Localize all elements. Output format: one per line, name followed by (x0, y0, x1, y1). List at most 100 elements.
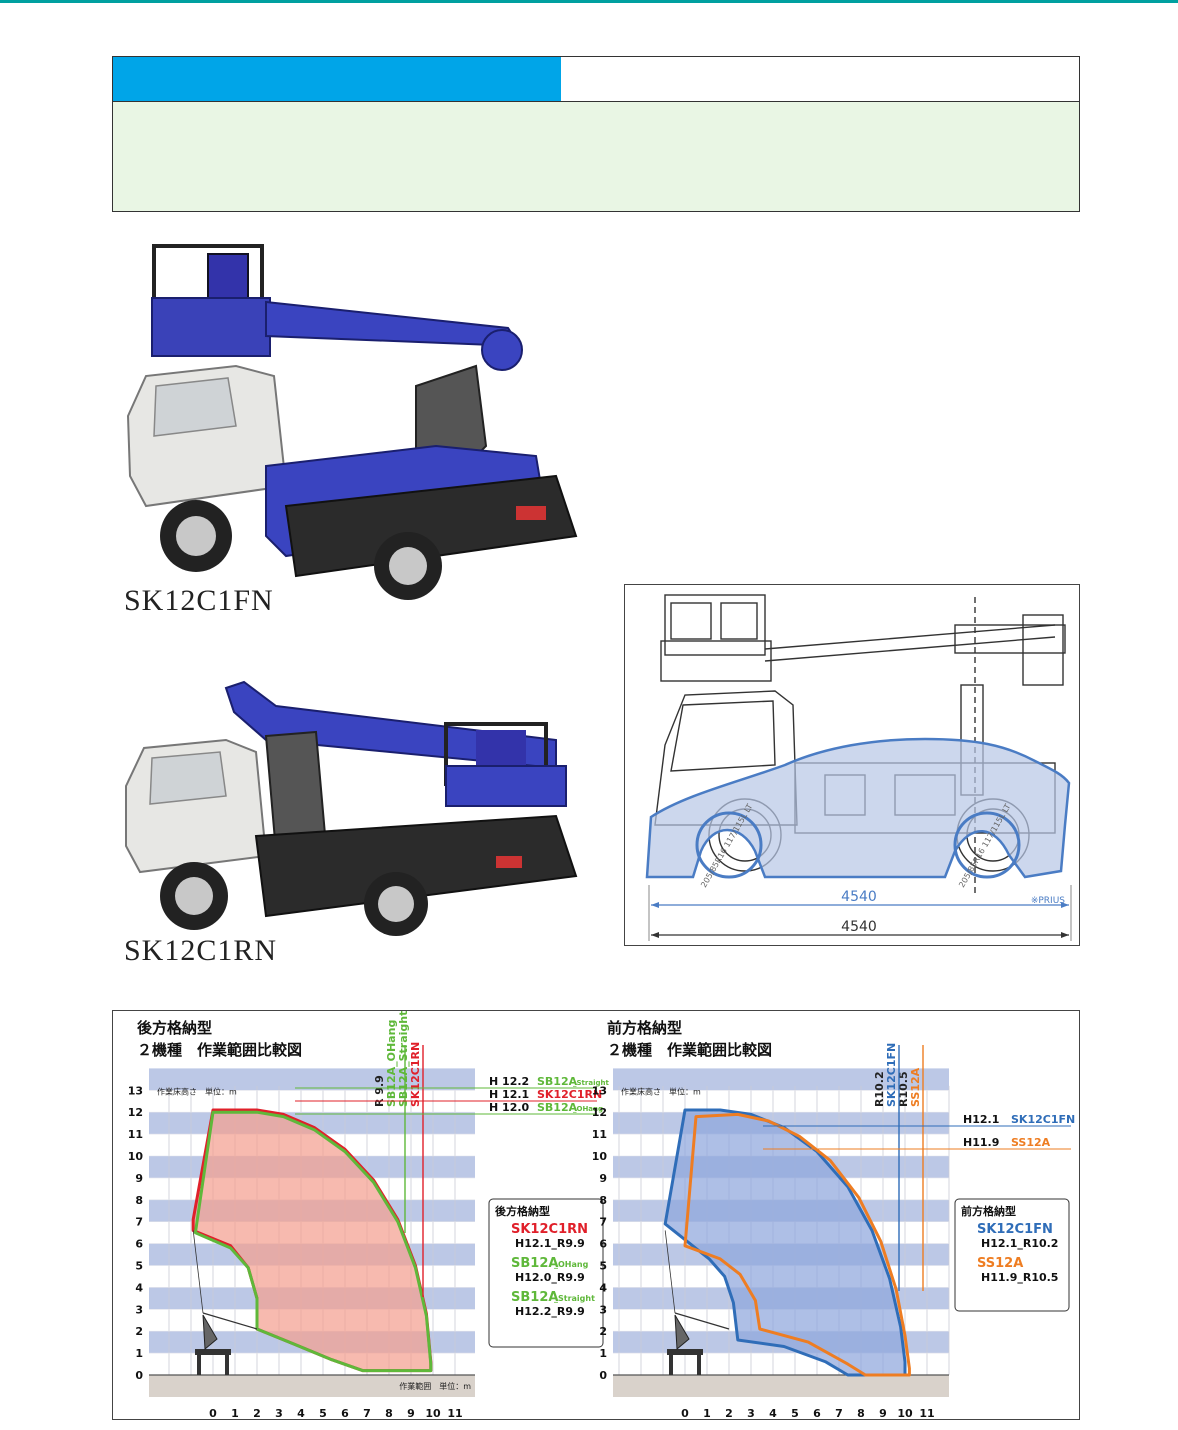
radius-label: SB12A_Straight (397, 1011, 410, 1107)
boom-min-line (664, 1230, 676, 1314)
model-caption-rn: SK12C1RN (124, 934, 278, 967)
radius-label: SB12A_OHang (385, 1020, 398, 1107)
legend-title: 前方格納型 (961, 1204, 1016, 1218)
x-tick-label: 5 (791, 1407, 799, 1419)
x-tick-label: 3 (275, 1407, 283, 1419)
chart-subtitle: ２機種 作業範囲比較図 (137, 1041, 302, 1059)
x-tick-label: 0 (209, 1407, 217, 1419)
x-tick-label: 1 (231, 1407, 239, 1419)
legend-item-spec: H12.0_R9.9 (515, 1271, 585, 1284)
truck-chassis (254, 814, 578, 918)
range-area-sb12a-ohang (193, 1110, 433, 1373)
header-body (113, 102, 1079, 211)
height-model: SK12C1RN (537, 1088, 602, 1101)
x-tick-label: 4 (297, 1407, 305, 1419)
truck-chassis (284, 474, 578, 578)
prius-length: 4540 (841, 889, 877, 905)
side-view-drawing: 205/85R16 117/115L LT 205/85R16 117/115L… (645, 594, 1072, 941)
height-value: H 12.2 (489, 1075, 529, 1088)
y-tick-label: 11 (128, 1128, 143, 1141)
legend-item-name: SB12A (511, 1256, 558, 1271)
y-tick-label: 10 (128, 1150, 144, 1163)
legend-item-name: SB12A (511, 1290, 558, 1305)
height-value: H11.9 (963, 1136, 999, 1149)
y-tick-label: 2 (135, 1325, 143, 1338)
machine-boom-icon (202, 1314, 218, 1351)
height-value: H 12.0 (489, 1101, 530, 1114)
grid-band (149, 1068, 475, 1091)
y-tick-label: 4 (599, 1281, 607, 1294)
prius-front-wheel (695, 811, 763, 879)
chart-title: 前方格納型 (607, 1019, 682, 1037)
x-tick-label: 9 (879, 1407, 887, 1419)
y-tick-label: 6 (135, 1238, 143, 1251)
radius-label: SK12C1FN (885, 1043, 898, 1107)
height-model-suffix: _OHang (573, 1105, 603, 1113)
x-tick-label: 8 (857, 1407, 865, 1419)
x-tick-label: 2 (725, 1407, 733, 1419)
radius-label: R10.2 (873, 1071, 886, 1107)
x-tick-label: 1 (703, 1407, 711, 1419)
legend-item-name: SS12A (977, 1256, 1023, 1271)
x-tick-label: 7 (835, 1407, 843, 1419)
machine-base-icon (195, 1349, 231, 1355)
height-model-suffix: _Straight (573, 1079, 609, 1087)
y-tick-label: 11 (592, 1128, 607, 1141)
legend-title: 後方格納型 (495, 1204, 550, 1218)
model-caption-fn: SK12C1FN (124, 584, 274, 617)
boom (224, 680, 557, 770)
legend-item-spec: H12.1_R9.9 (515, 1237, 585, 1250)
y-tick-label: 12 (128, 1106, 143, 1119)
grid-band (613, 1068, 949, 1091)
y-tick-label: 12 (592, 1106, 607, 1119)
radius-label: SS12A (909, 1067, 922, 1107)
y-tick-label: 2 (599, 1325, 607, 1338)
x-tick-label: 10 (425, 1407, 441, 1419)
legend-item-name: SK12C1FN (977, 1222, 1053, 1237)
ground-band (613, 1375, 949, 1397)
machine-boom-icon (674, 1314, 690, 1351)
x-tick-label: 10 (897, 1407, 913, 1419)
chart-subtitle: ２機種 作業範囲比較図 (607, 1041, 772, 1059)
y-tick-label: 9 (135, 1172, 143, 1185)
y-tick-label: 13 (592, 1084, 607, 1097)
y-tick-label: 7 (599, 1216, 607, 1229)
legend-item-spec: H12.1_R10.2 (981, 1237, 1058, 1250)
x-tick-label: 9 (407, 1407, 415, 1419)
y-axis-label: 作業床高さ 単位：m (621, 1086, 701, 1096)
chart-title: 後方格納型 (136, 1019, 212, 1037)
boom-min-line (674, 1312, 730, 1330)
x-tick-label: 11 (919, 1407, 934, 1419)
y-tick-label: 10 (592, 1150, 608, 1163)
y-tick-label: 8 (135, 1194, 143, 1207)
x-tick-label: 6 (813, 1407, 821, 1419)
legend-item-suffix: _OHang (554, 1260, 589, 1269)
y-tick-label: 1 (599, 1347, 607, 1360)
range-area-ss12a (683, 1112, 911, 1377)
radius-label: R 9.9 (373, 1075, 386, 1107)
height-model: SB12A (537, 1075, 578, 1088)
x-tick-label: 5 (319, 1407, 327, 1419)
x-tick-label: 4 (769, 1407, 777, 1419)
y-tick-label: 6 (599, 1238, 607, 1251)
prius-label: ※PRIUS (1031, 896, 1065, 906)
header-box (112, 56, 1080, 212)
y-tick-label: 1 (135, 1347, 143, 1360)
legend-item-name: SK12C1RN (511, 1222, 588, 1237)
height-model: SB12A (537, 1101, 578, 1114)
platform-basket (151, 297, 271, 357)
height-value: H12.1 (963, 1113, 999, 1126)
radius-label: SK12C1RN (409, 1042, 422, 1107)
machine-base-icon (667, 1349, 703, 1355)
x-tick-label: 0 (681, 1407, 689, 1419)
y-tick-label: 5 (135, 1260, 143, 1273)
prius-silhouette (645, 737, 1071, 879)
height-model: SK12C1FN (1011, 1113, 1075, 1126)
y-tick-label: 3 (135, 1303, 143, 1316)
y-axis-label: 作業床高さ 単位：m (157, 1086, 237, 1096)
y-tick-label: 8 (599, 1194, 607, 1207)
prius-rear-wheel (953, 811, 1021, 879)
